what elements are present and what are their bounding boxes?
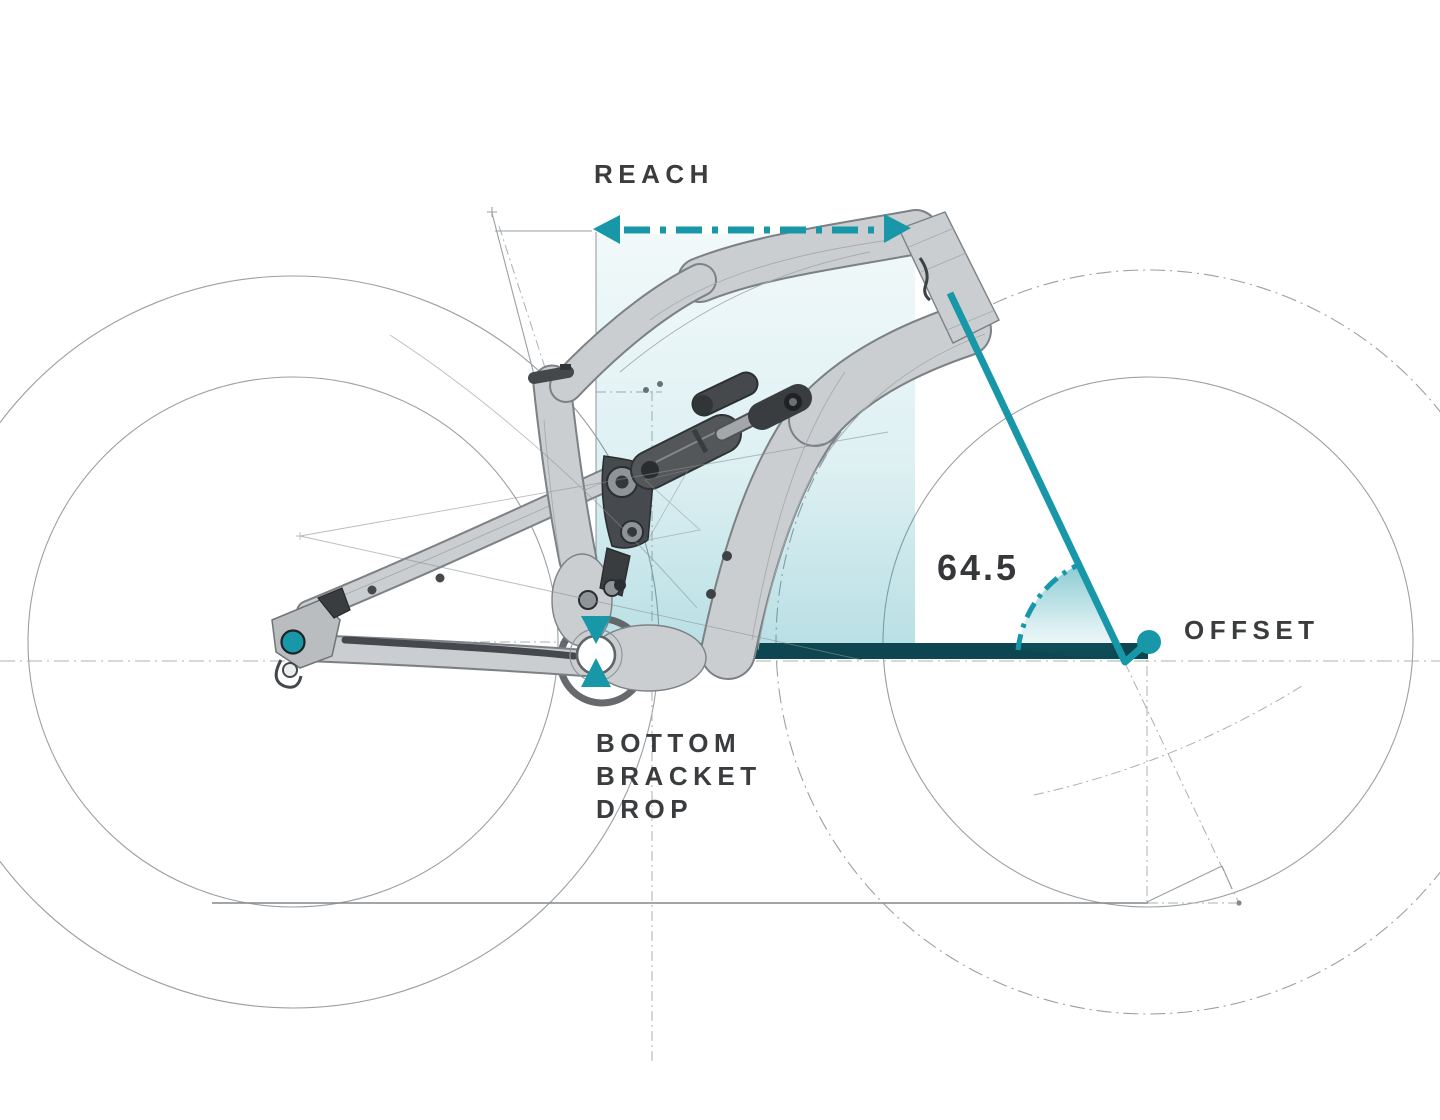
bb-drop-arrow-up: [581, 658, 611, 687]
lower-shock-bolt: [614, 579, 626, 591]
rear-brake-mount: [317, 587, 351, 619]
shock-eyelet: [641, 461, 659, 479]
svg-text:DROP: DROP: [596, 794, 693, 824]
bottom-bracket-drop-label: BOTTOM BRACKET DROP: [596, 728, 762, 824]
svg-text:BRACKET: BRACKET: [596, 761, 762, 791]
bb-drop-arrows: [581, 616, 611, 687]
rear-axle-dot: [280, 629, 306, 655]
chainstay-protector: [341, 636, 578, 660]
down-tube: [790, 305, 990, 445]
headset-detail: [918, 257, 931, 302]
chainstay: [294, 636, 597, 675]
seat-axis-dashdot: [498, 225, 550, 381]
seat-collar: [528, 366, 574, 384]
head-angle-arc: [1015, 562, 1080, 651]
svg-text:BOTTOM: BOTTOM: [596, 728, 741, 758]
seat-axis-solid: [491, 212, 539, 391]
top-tube: [551, 265, 715, 401]
cable-port-1: [643, 387, 649, 393]
seatstay-bolt-1: [367, 585, 377, 595]
rear-tire-circle: [27, 376, 559, 908]
kinematic-lines: [296, 334, 889, 661]
collar-lever: [560, 364, 571, 370]
bottle-boss-2: [706, 589, 716, 599]
front-lower-dashdot-arc: [1033, 685, 1303, 796]
head-angle-wedge: [1018, 565, 1125, 663]
rear-shock: [630, 371, 812, 490]
steering-axis: [946, 291, 1161, 666]
reach-arrow: [593, 214, 911, 244]
head-angle-value: 64.5: [937, 547, 1019, 588]
bb-drop-arrow-down: [581, 616, 611, 644]
seat-axis-tick: [487, 207, 497, 217]
trail-end-dot: [1236, 900, 1242, 906]
seatstay-bolt-2: [435, 573, 445, 583]
head-tube: [898, 211, 1000, 344]
bottle-boss-1: [722, 551, 732, 561]
reach-label: REACH: [594, 159, 714, 189]
reach-arrowhead-left: [593, 215, 620, 244]
hanger-hole: [282, 662, 298, 678]
trail-flag-line: [1146, 865, 1233, 903]
derailleur-hanger: [274, 659, 303, 689]
offset-label: OFFSET: [1184, 615, 1320, 645]
reach-arrowhead-right: [884, 214, 911, 243]
front-axle-dot: [1137, 630, 1161, 654]
steering-axis-extension: [1124, 662, 1239, 902]
cable-port-2: [657, 381, 663, 387]
